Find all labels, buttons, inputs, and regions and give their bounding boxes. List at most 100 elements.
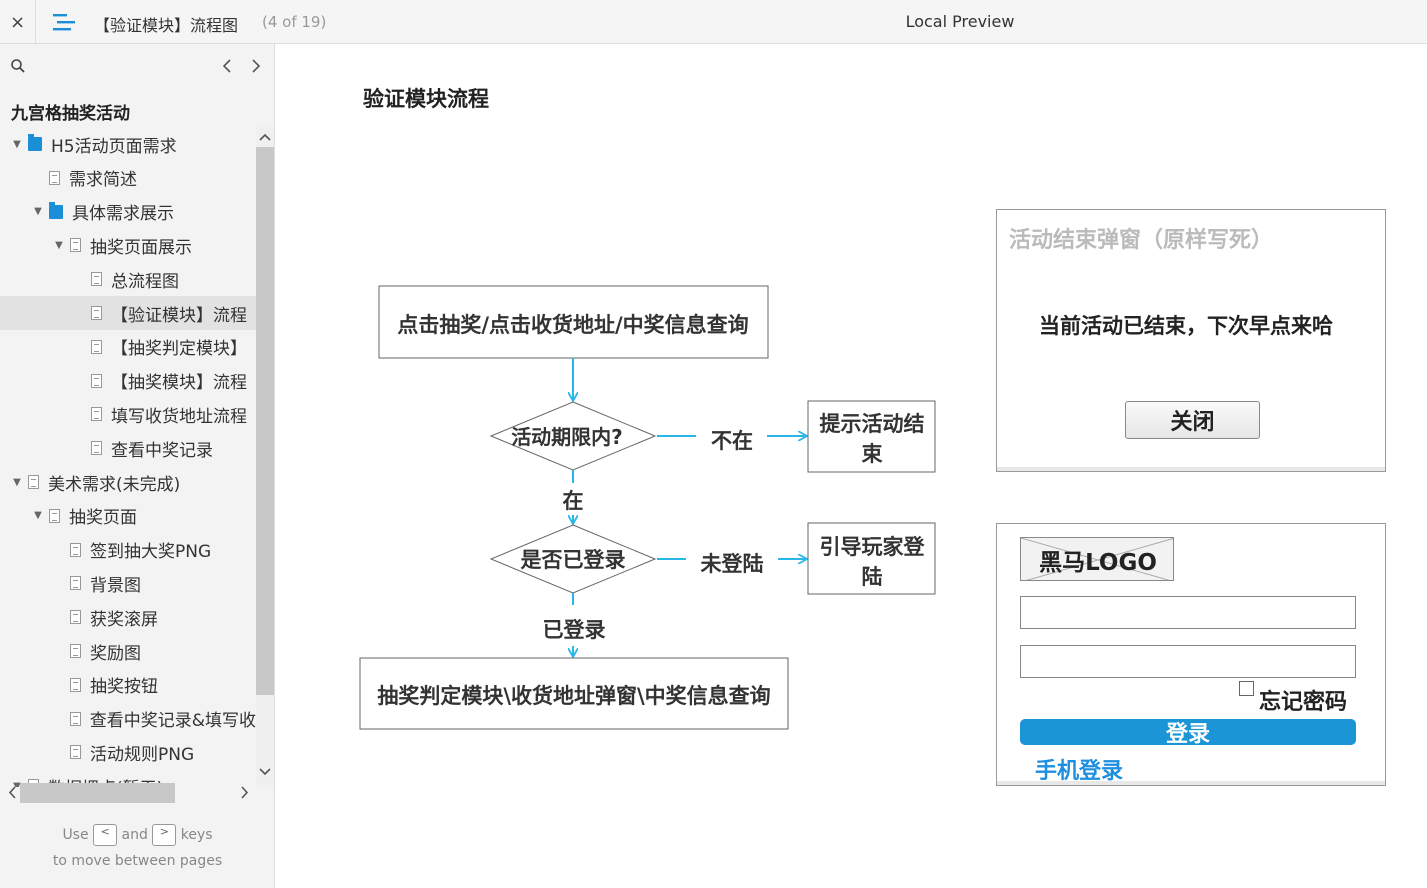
page-icon: [49, 508, 60, 523]
page-icon: [28, 475, 39, 489]
prev-key-icon: <: [93, 824, 118, 846]
scroll-up-button[interactable]: [256, 127, 274, 147]
tree-item[interactable]: ▼H5活动页面需求: [0, 127, 256, 161]
tree-item-label: 需求简述: [69, 170, 137, 191]
chevron-left-icon: [222, 59, 231, 73]
caret-down-icon[interactable]: ▼: [13, 138, 21, 150]
tree-item-label: 抽奖页面: [69, 508, 137, 529]
hint-line2: to move between pages: [52, 853, 223, 869]
prev-page-button[interactable]: [217, 54, 237, 78]
phone-login-link[interactable]: 手机登录: [1035, 759, 1124, 784]
username-input[interactable]: [1020, 596, 1356, 629]
scroll-right-button[interactable]: [234, 781, 254, 803]
tree-item-label: 获奖滚屏: [90, 609, 158, 630]
tree-item[interactable]: 查看中奖记录: [0, 431, 256, 465]
sidebar: 九宫格抽奖活动 ▼H5活动页面需求需求简述▼具体需求展示▼抽奖页面展示总流程图【…: [0, 44, 275, 888]
tree-item-label: 奖励图: [90, 643, 141, 664]
image-placeholder-icon: [1021, 538, 1173, 580]
scroll-left-button[interactable]: [2, 781, 22, 803]
tree-item-label: 抽奖页面展示: [90, 237, 192, 258]
next-key-icon: >: [152, 824, 177, 846]
remember-label: 忘记密码: [1259, 690, 1348, 715]
tree-item[interactable]: 活动规则PNG: [0, 735, 256, 769]
search-icon[interactable]: [10, 58, 26, 74]
password-input[interactable]: [1020, 645, 1356, 678]
chevron-right-icon: [240, 785, 248, 799]
menu-button[interactable]: [36, 0, 92, 44]
tree-item[interactable]: ▼ 美术需求(未完成): [0, 465, 256, 499]
vertical-scrollbar-thumb[interactable]: [256, 147, 274, 695]
tree-item[interactable]: 奖励图: [0, 634, 256, 668]
flow-result-ended-line2: 束: [862, 442, 884, 466]
login-button[interactable]: 登录: [1020, 719, 1356, 745]
tree-item-label: 美术需求(未完成): [48, 474, 181, 495]
tree-item-label: 查看中奖记录: [111, 440, 213, 461]
flowchart: 点击抽奖/点击收货地址/中奖信息查询 活动期限内? 不在 提示活动结 束 在 是…: [359, 285, 936, 730]
page-icon: [91, 441, 102, 456]
page-icon: [70, 542, 81, 557]
canvas-title: 验证模块流程: [363, 87, 489, 111]
tree-item[interactable]: 查看中奖记录&填写收: [0, 702, 256, 736]
remember-checkbox[interactable]: [1239, 681, 1254, 696]
chevron-left-icon: [8, 785, 16, 799]
tree-item-label: 填写收货地址流程: [111, 406, 247, 427]
top-bar: × 【验证模块】流程图 (4 of 19) Local Preview: [0, 0, 1427, 44]
popup-close-button[interactable]: 关闭: [1125, 401, 1260, 439]
caret-down-icon[interactable]: ▼: [13, 476, 21, 488]
popup-title: 活动结束弹窗（原样写死）: [1009, 228, 1274, 253]
tree-item[interactable]: 【抽奖模块】流程: [0, 364, 256, 398]
tree-item-label: 具体需求展示: [72, 204, 174, 225]
tree-item[interactable]: 签到抽大奖PNG: [0, 533, 256, 567]
tree-item-label: 签到抽大奖PNG: [90, 542, 212, 563]
folder-icon: [49, 201, 63, 219]
hamburger-icon: [53, 14, 75, 31]
tree-item[interactable]: 总流程图: [0, 262, 256, 296]
scroll-down-button[interactable]: [256, 762, 274, 782]
close-button[interactable]: ×: [0, 0, 36, 44]
flow-end-text: 抽奖判定模块\收货地址弹窗\中奖信息查询: [377, 684, 770, 708]
tree-item-label: 背景图: [90, 575, 141, 596]
tree-item[interactable]: ▼ 抽奖页面展示: [0, 228, 256, 262]
flow-start-text: 点击抽奖/点击收货地址/中奖信息查询: [397, 313, 748, 337]
tree-item[interactable]: 【抽奖判定模块】: [0, 330, 256, 364]
flow-end-box: [359, 657, 789, 730]
chevron-right-icon: [252, 59, 261, 73]
popup-message: 当前活动已结束，下次早点来哈: [1039, 314, 1333, 338]
horizontal-scrollbar-thumb[interactable]: [20, 783, 175, 803]
tree-item-label: 抽奖按钮: [90, 677, 158, 698]
flow-label-not-in: 不在: [711, 429, 753, 453]
hint-and: and: [121, 827, 148, 843]
flow-label-in: 在: [563, 489, 584, 513]
tree-item[interactable]: 抽奖按钮: [0, 668, 256, 702]
tree-item-label: 总流程图: [111, 271, 179, 292]
tree-item[interactable]: 获奖滚屏: [0, 600, 256, 634]
tree-item-label: 数据埋点(暂无): [48, 774, 163, 787]
page-icon: [70, 644, 81, 658]
chevron-down-icon: [259, 768, 271, 776]
next-page-button[interactable]: [246, 54, 266, 78]
flow-result-guide-line1: 引导玩家登: [820, 535, 926, 559]
page-count: (4 of 19): [262, 13, 327, 31]
tree-item[interactable]: 填写收货地址流程: [0, 397, 256, 431]
caret-down-icon[interactable]: ▼: [34, 510, 42, 522]
page-icon: [69, 711, 81, 726]
keyboard-hint: Use < and > keys to move between pages: [0, 822, 274, 874]
tree-item[interactable]: ▼ 抽奖页面: [0, 499, 256, 533]
tree-item[interactable]: ▼ 具体需求展示: [0, 195, 256, 229]
flow-label-logged: 已登录: [543, 618, 606, 642]
tree-item[interactable]: 需求简述: [0, 161, 256, 195]
page-icon: [70, 238, 81, 253]
tree-item-label: 【抽奖判定模块】: [111, 339, 247, 360]
flow-result-guide-box: [807, 522, 936, 595]
sidebar-toolbar: [0, 44, 274, 88]
caret-down-icon[interactable]: ▼: [55, 239, 63, 251]
page-title: 【验证模块】流程图: [94, 16, 239, 35]
tree-item-label: 【验证模块】流程: [111, 305, 247, 326]
caret-down-icon[interactable]: ▼: [34, 206, 42, 218]
caret-down-icon[interactable]: ▼: [13, 780, 21, 787]
page-icon: [91, 339, 102, 354]
tree-item[interactable]: 背景图: [0, 566, 256, 600]
tree-item[interactable]: 【验证模块】流程: [0, 296, 256, 330]
page-icon: [91, 407, 102, 422]
